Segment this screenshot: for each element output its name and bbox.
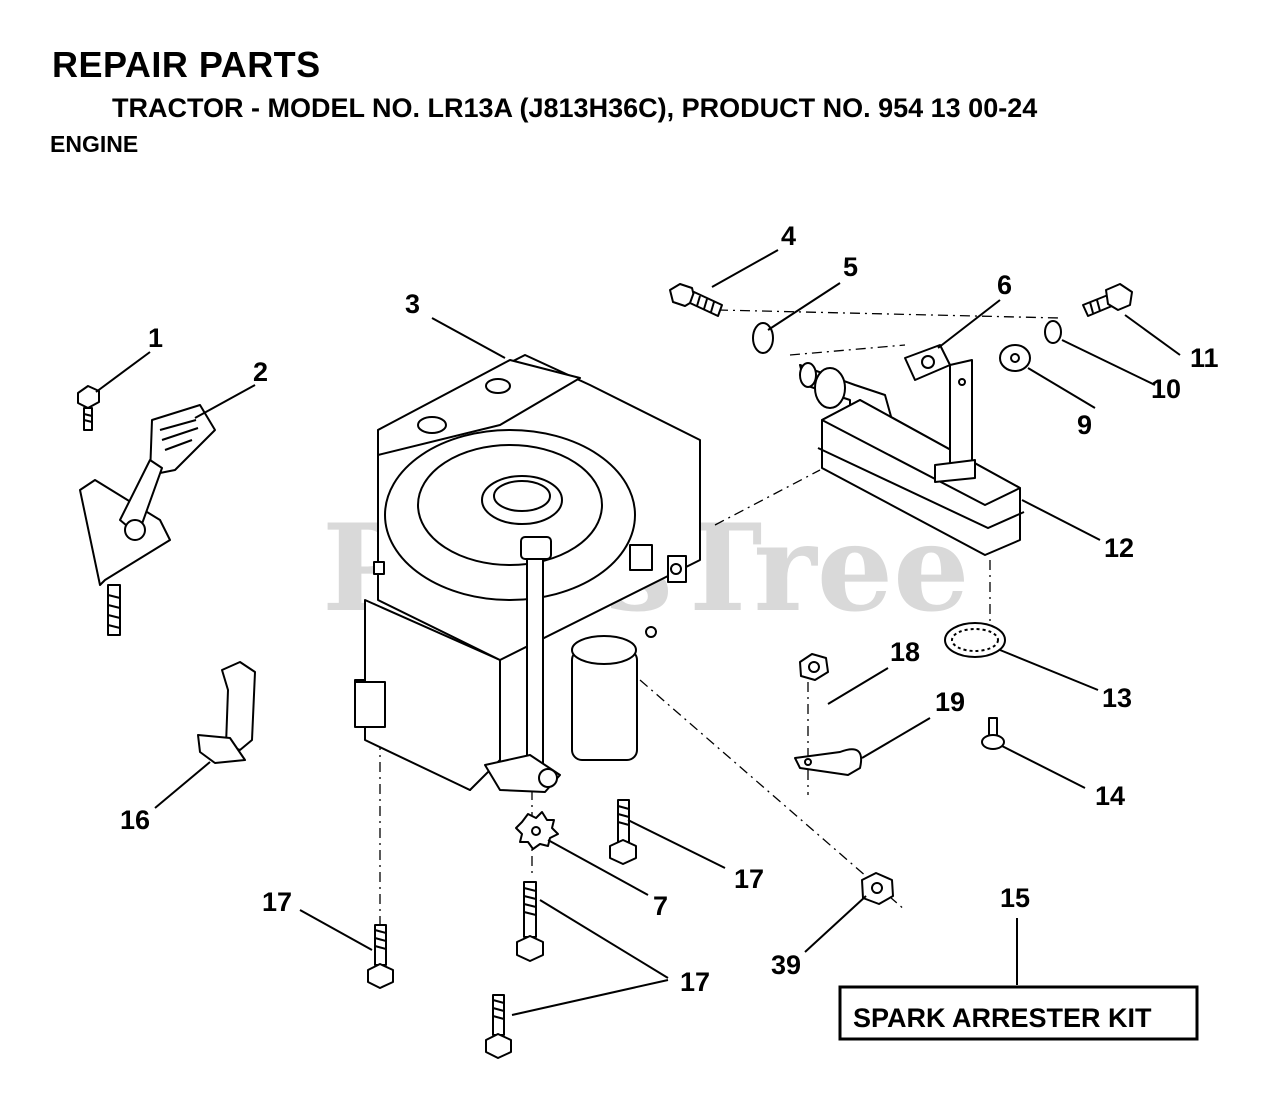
callout-5: 5 xyxy=(843,252,858,282)
part-17-bolt-bottom[interactable] xyxy=(485,994,512,1059)
part-4-bolt[interactable] xyxy=(669,283,723,317)
section-label: ENGINE xyxy=(50,131,139,157)
spark-arrester-kit-box: SPARK ARRESTER KIT xyxy=(838,985,1199,1041)
part-1-bolt[interactable] xyxy=(77,385,100,431)
model-subtitle: TRACTOR - MODEL NO. LR13A (J813H36C), PR… xyxy=(112,93,1038,123)
leader-lines xyxy=(95,249,1181,1016)
callout-12: 12 xyxy=(1104,533,1134,563)
spark-arrester-kit-label: SPARK ARRESTER KIT xyxy=(853,1003,1152,1033)
part-17-bolt-center[interactable] xyxy=(516,881,544,962)
part-17-bolt-right[interactable] xyxy=(609,799,637,865)
part-14-screw[interactable] xyxy=(981,717,1005,750)
part-10-washer[interactable] xyxy=(1044,320,1062,344)
callout-labels: 1 2 3 4 5 6 7 9 10 11 12 13 14 15 16 17 … xyxy=(120,221,1219,997)
callout-3: 3 xyxy=(405,289,420,319)
part-6-gasket[interactable] xyxy=(904,344,951,381)
callout-17-right: 17 xyxy=(734,864,764,894)
callout-17-left: 17 xyxy=(262,887,292,917)
callout-9: 9 xyxy=(1077,410,1092,440)
part-18-nut[interactable] xyxy=(799,653,829,681)
part-17-bolt-left[interactable] xyxy=(367,924,394,989)
part-16-bracket[interactable] xyxy=(197,661,256,764)
part-13-spark-arrester[interactable] xyxy=(944,622,1006,658)
part-2-throttle-control[interactable] xyxy=(79,404,216,636)
callout-11: 11 xyxy=(1190,343,1219,373)
callout-4: 4 xyxy=(781,221,796,251)
callout-39: 39 xyxy=(771,950,801,980)
callout-16: 16 xyxy=(120,805,150,835)
callout-6: 6 xyxy=(997,270,1012,300)
part-3-engine[interactable] xyxy=(354,354,701,793)
callout-10: 10 xyxy=(1151,374,1181,404)
callout-13: 13 xyxy=(1102,683,1132,713)
callout-14: 14 xyxy=(1095,781,1125,811)
callout-15: 15 xyxy=(1000,883,1030,913)
assembly-lines xyxy=(379,309,1061,925)
part-39-nut[interactable] xyxy=(861,872,894,905)
callout-1: 1 xyxy=(148,323,163,353)
callout-7: 7 xyxy=(653,891,668,921)
part-19-clamp[interactable] xyxy=(794,748,862,776)
part-11-bolt[interactable] xyxy=(1082,283,1133,317)
callout-18: 18 xyxy=(890,637,920,667)
part-9-washer[interactable] xyxy=(999,344,1031,372)
callout-2: 2 xyxy=(253,357,268,387)
callout-17-bottom: 17 xyxy=(680,967,710,997)
callout-19: 19 xyxy=(935,687,965,717)
page-title: REPAIR PARTS xyxy=(52,44,321,85)
part-12-muffler[interactable] xyxy=(817,359,1025,556)
part-5-washer[interactable] xyxy=(752,322,774,354)
part-7-star-washer[interactable] xyxy=(515,811,559,850)
